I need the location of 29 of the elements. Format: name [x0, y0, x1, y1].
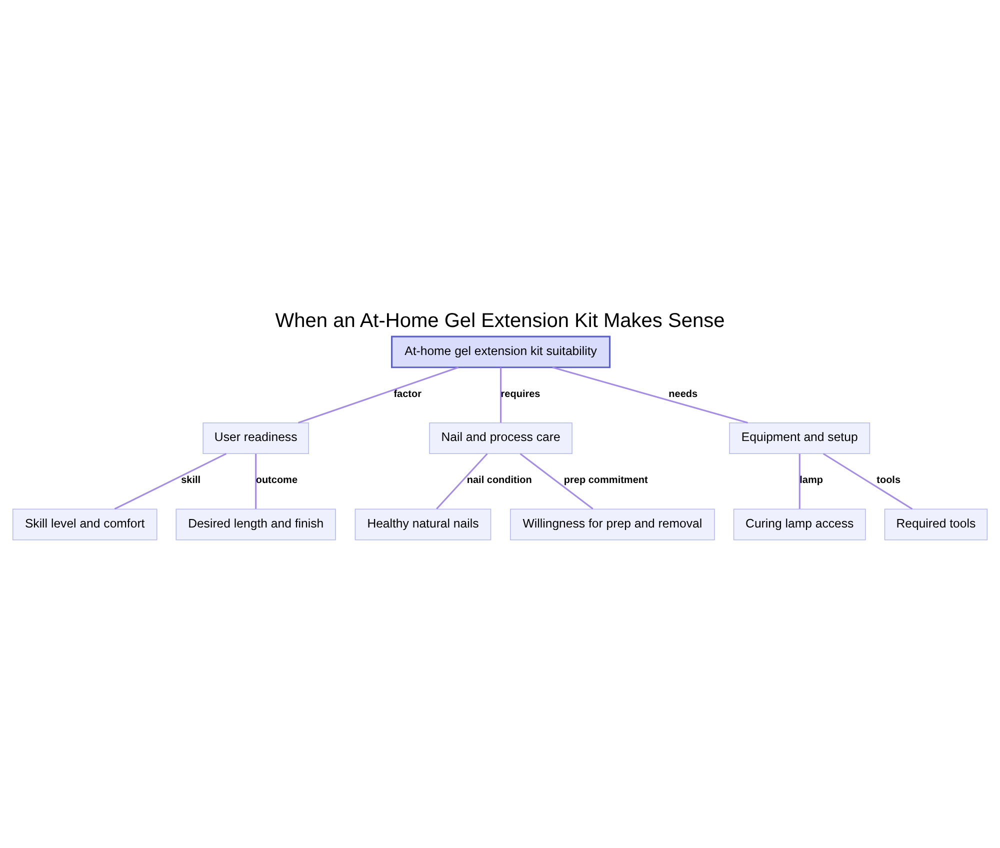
node-box: Healthy natural nails — [354, 508, 492, 540]
diagram-title: When an At-Home Gel Extension Kit Makes Sense — [275, 310, 725, 332]
edge-label: lamp — [800, 475, 823, 486]
node-box: Skill level and comfort — [12, 508, 158, 540]
edge-label: prep commitment — [564, 475, 648, 486]
edge-label: nail condition — [466, 475, 532, 486]
connector — [520, 453, 594, 510]
connector — [500, 368, 502, 423]
node-box: Desired length and finish — [176, 508, 336, 540]
edge-label: requires — [500, 388, 540, 400]
connector — [552, 366, 748, 424]
node-box: At-home gel extension kit suitability — [391, 336, 611, 368]
connector — [436, 453, 488, 510]
connector — [298, 366, 459, 424]
connector — [798, 454, 800, 509]
node-box: Equipment and setup — [729, 422, 870, 454]
node-box: Nail and process care — [429, 422, 572, 454]
connector — [255, 454, 257, 509]
edge-label: needs — [668, 388, 698, 400]
edge-label: tools — [876, 475, 901, 486]
edge-label: outcome — [256, 475, 298, 486]
node-box: Curing lamp access — [733, 508, 866, 540]
node-box: Required tools — [884, 508, 988, 540]
edge-label: skill — [181, 475, 201, 486]
edge-label: factor — [394, 388, 422, 400]
node-box: User readiness — [202, 422, 309, 454]
node-box: Willingness for prep and removal — [510, 508, 715, 540]
connector — [114, 452, 227, 510]
connector — [822, 453, 913, 510]
